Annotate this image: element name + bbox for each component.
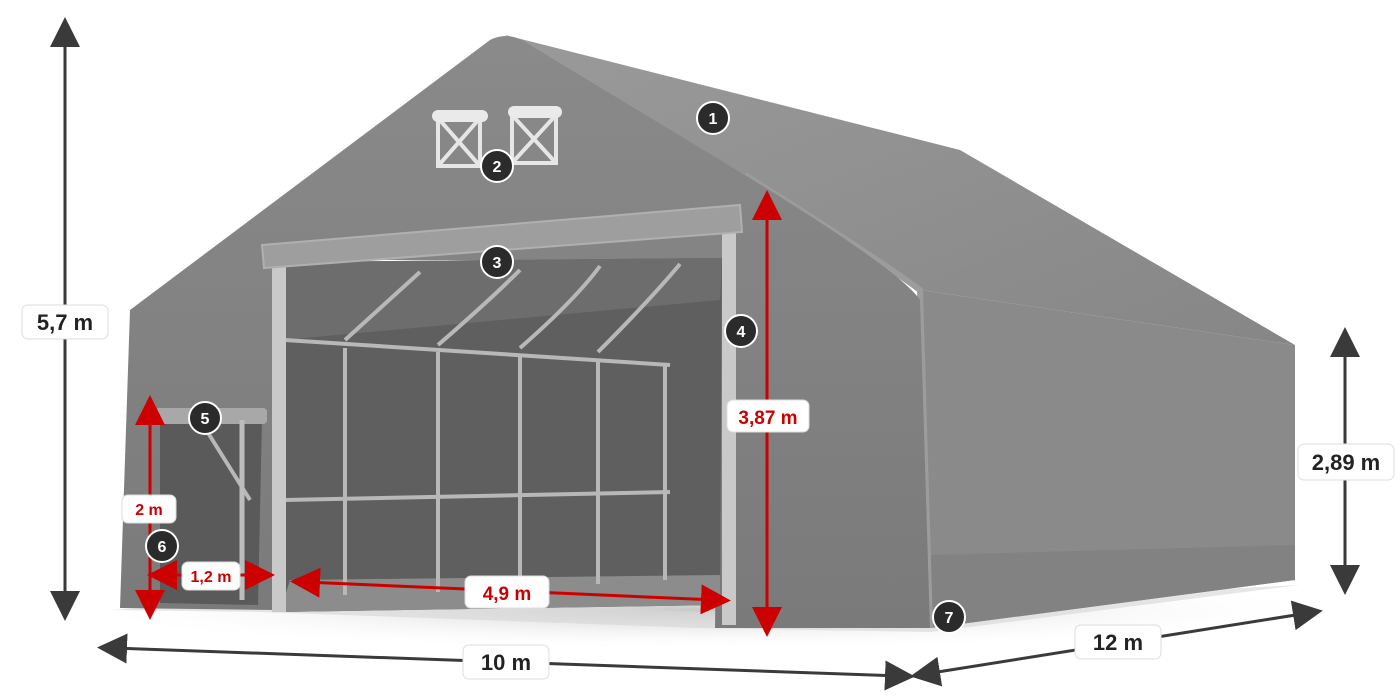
interior-roof [282,258,722,340]
main-door-height-label: 3,87 m [726,399,810,433]
vent-roll-right [508,106,562,118]
marker-6: 6 [145,529,179,563]
main-door-width-label: 4,9 m [464,575,550,609]
svg-text:2: 2 [493,159,502,176]
side-door-opening [160,418,262,605]
svg-text:1,2 m: 1,2 m [191,569,232,586]
side-door-height-label: 2 m [121,494,177,524]
width-label: 10 m [462,644,550,680]
svg-text:7: 7 [945,610,954,627]
roll-up-door [260,203,744,270]
marker-3: 3 [480,245,514,279]
vent-roll-left [432,110,488,122]
svg-text:4: 4 [737,324,746,341]
marker-5: 5 [188,401,222,435]
marker-1: 1 [696,101,730,135]
svg-text:6: 6 [158,539,167,556]
svg-text:2 m: 2 m [135,502,163,519]
svg-text:12 m: 12 m [1093,630,1143,655]
svg-text:5: 5 [201,411,210,428]
marker-2: 2 [480,149,514,183]
side-wall-height-label: 2,89 m [1297,443,1395,481]
svg-text:4,9 m: 4,9 m [483,584,532,605]
length-label: 12 m [1074,624,1162,660]
door-post-left [272,262,286,612]
svg-text:2,89 m: 2,89 m [1312,450,1381,475]
marker-4: 4 [724,314,758,348]
svg-text:5,7 m: 5,7 m [37,310,93,335]
svg-text:10 m: 10 m [481,650,531,675]
svg-text:1: 1 [709,111,718,128]
interior-frame [284,262,682,595]
total-height-label: 5,7 m [21,304,109,340]
side-door-width-label: 1,2 m [181,561,241,591]
svg-text:3,87 m: 3,87 m [738,408,797,429]
side-wall [920,290,1295,628]
svg-text:3: 3 [493,255,502,272]
marker-7: 7 [932,600,966,634]
